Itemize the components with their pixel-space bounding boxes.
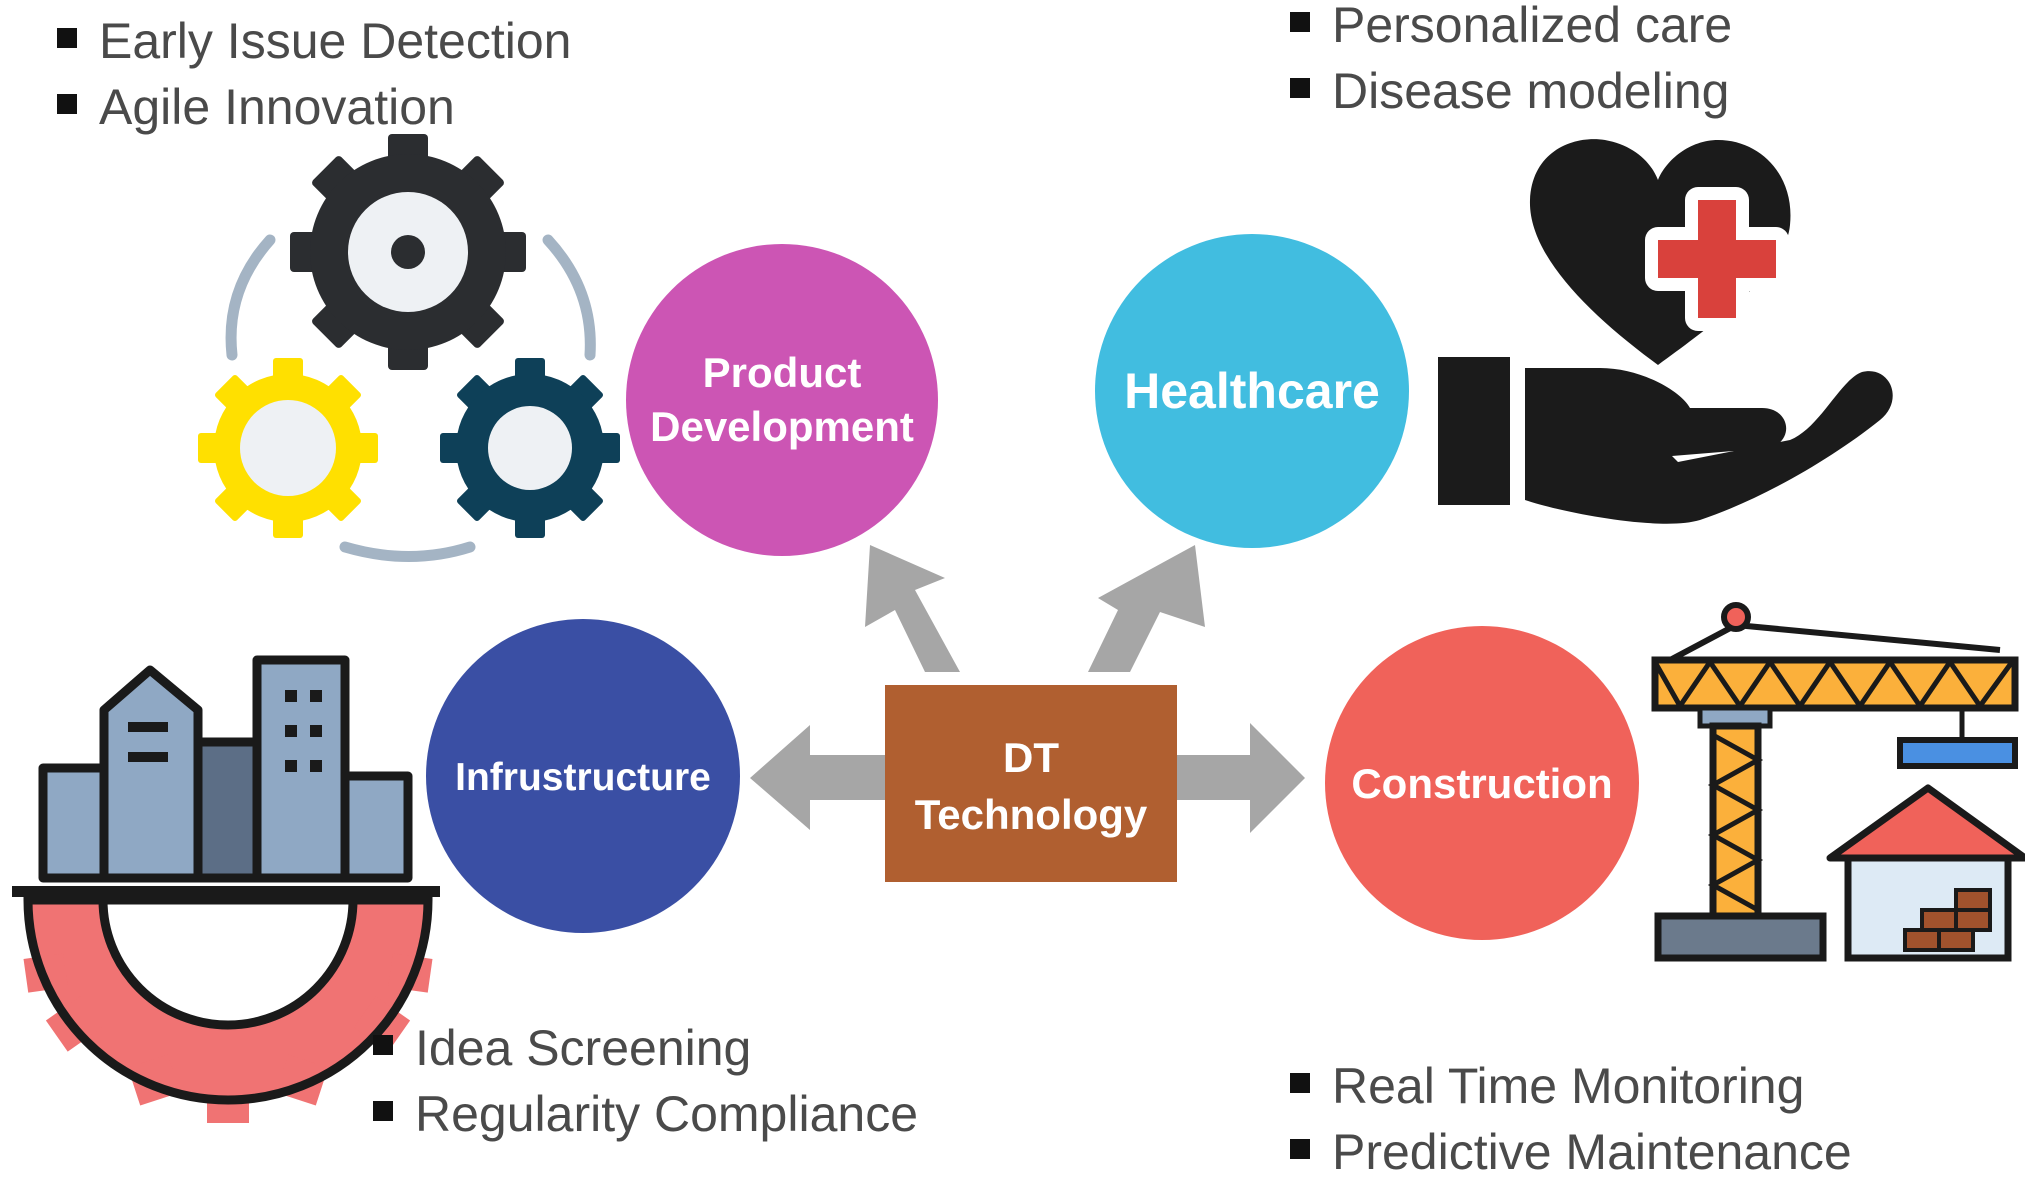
center-dt-technology: DT Technology [885, 685, 1177, 882]
arrow-to-construction [1175, 723, 1305, 833]
arrows [750, 545, 1305, 833]
heart-hand-care-icon [1438, 139, 1893, 524]
node-healthcare: Healthcare [1095, 234, 1409, 548]
product-bullet-1: Early Issue Detection [57, 8, 571, 74]
construction-circle [1325, 626, 1639, 940]
node-infrastructure: Infrustructure [426, 619, 740, 933]
node-construction: Construction [1325, 626, 1639, 940]
center-label-2: Technology [915, 791, 1148, 838]
product-bullet-2: Agile Innovation [57, 74, 571, 140]
city-gear-icon [12, 655, 440, 1123]
arrow-to-infrastructure [750, 725, 885, 830]
construction-label: Construction [1351, 760, 1612, 807]
center-box [885, 685, 1177, 882]
healthcare-label: Healthcare [1124, 363, 1380, 419]
infrastructure-bullet-2: Regularity Compliance [373, 1081, 918, 1147]
infrastructure-label: Infrustructure [455, 756, 711, 799]
construction-bullet-1: Real Time Monitoring [1290, 1053, 1852, 1119]
crane-house-icon [1651, 602, 2025, 962]
construction-bullets: Real Time Monitoring Predictive Maintena… [1290, 1053, 1852, 1185]
infrastructure-bullet-1: Idea Screening [373, 1015, 918, 1081]
product-development-bullets: Early Issue Detection Agile Innovation [57, 8, 571, 140]
arrow-to-product [865, 545, 960, 672]
healthcare-circle [1095, 234, 1409, 548]
healthcare-bullets: Personalized care Disease modeling [1290, 0, 1732, 124]
product-development-circle [626, 244, 938, 556]
gears-cycle-icon [198, 134, 620, 562]
node-product-development: Product Development [626, 244, 938, 556]
center-label-1: DT [1003, 734, 1059, 781]
infrastructure-circle [426, 619, 740, 933]
construction-bullet-2: Predictive Maintenance [1290, 1119, 1852, 1185]
arrow-to-healthcare [1088, 545, 1205, 672]
product-development-label-2: Development [650, 403, 914, 450]
healthcare-bullet-2: Disease modeling [1290, 58, 1732, 124]
product-development-label-1: Product [703, 349, 862, 396]
healthcare-bullet-1: Personalized care [1290, 0, 1732, 58]
infrastructure-bullets: Idea Screening Regularity Compliance [373, 1015, 918, 1147]
